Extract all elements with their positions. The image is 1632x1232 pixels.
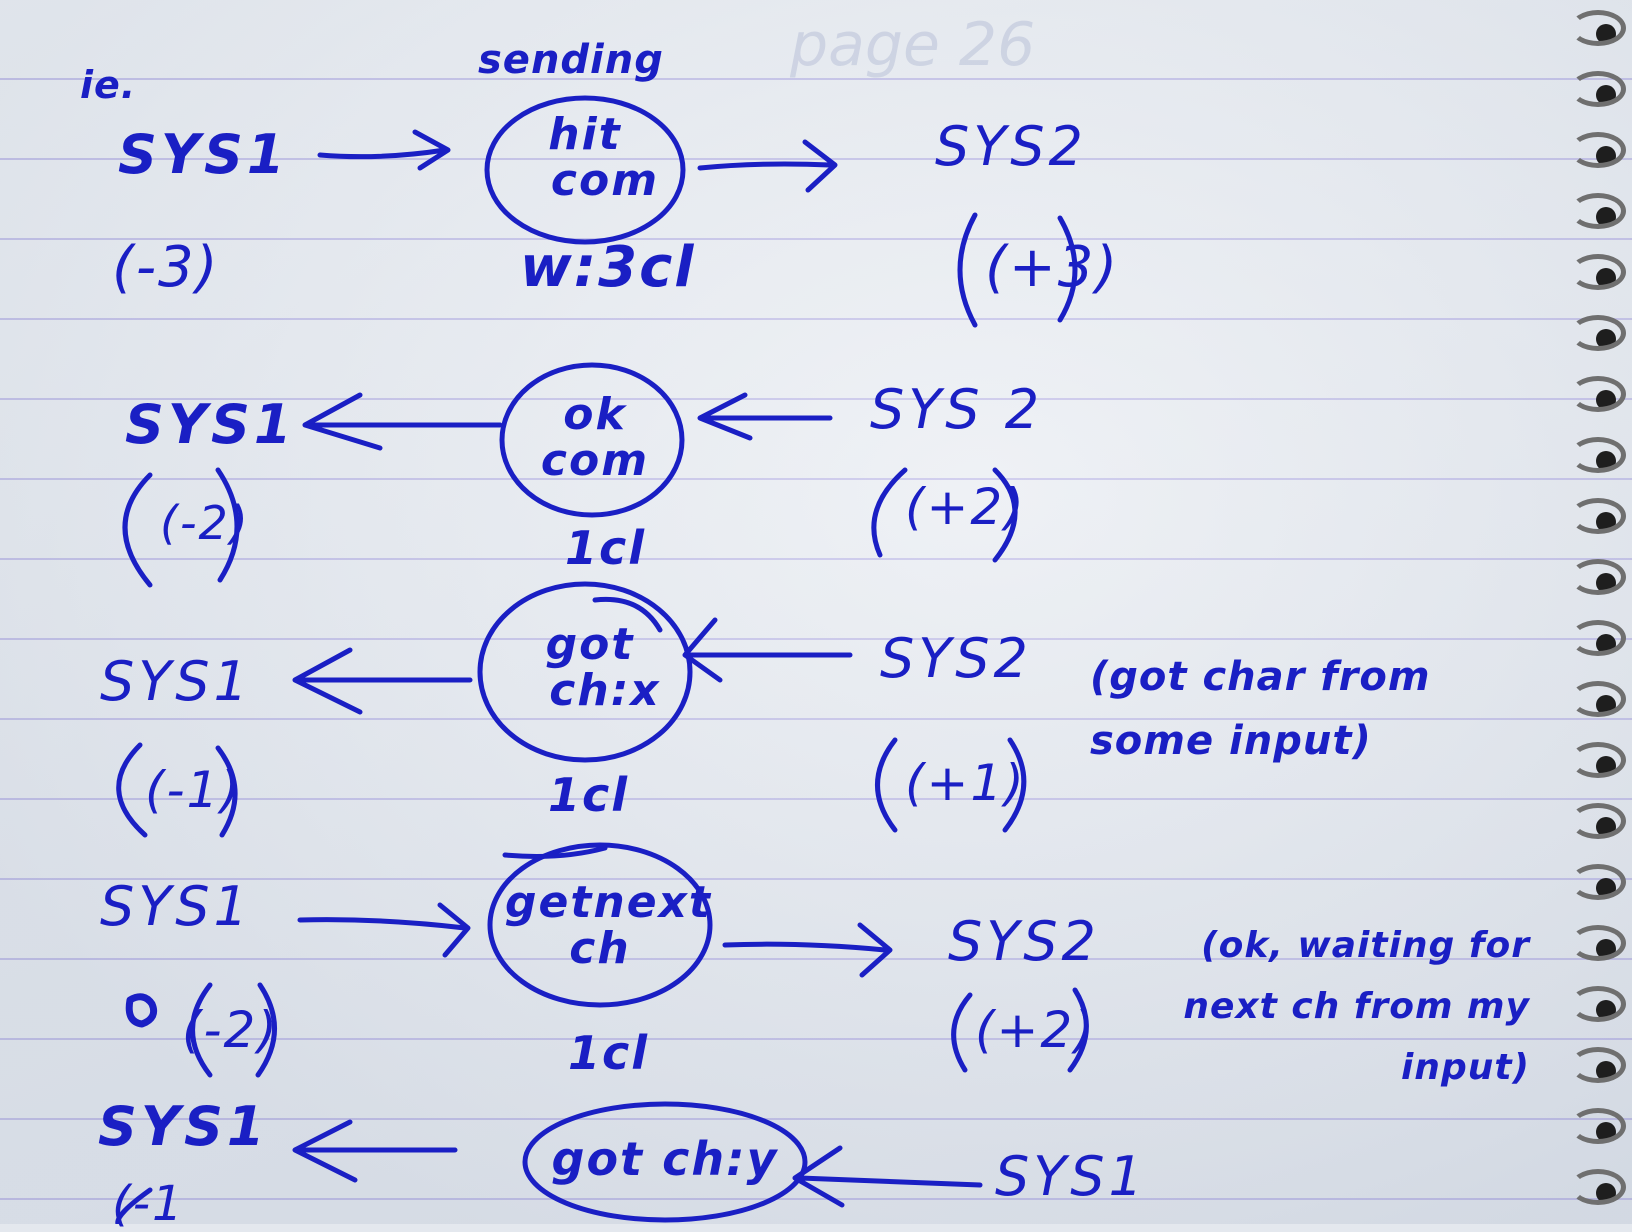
- binding-ring: [1570, 1108, 1626, 1144]
- oval-text: ok com: [520, 389, 670, 487]
- arrow-left: [292, 1119, 458, 1183]
- binding-ring: [1570, 803, 1626, 839]
- below-oval-label: 1cl: [548, 768, 630, 822]
- left-system-label: SYS1: [100, 875, 252, 938]
- binding-ring: [1570, 864, 1626, 900]
- arrow-right: [697, 139, 838, 193]
- below-oval-label: w:3cl: [520, 235, 696, 300]
- left-system-label: SYS1: [98, 1095, 269, 1158]
- value-paren: [871, 467, 1018, 563]
- oval-text: hit com: [500, 109, 670, 207]
- right-system-label: SYS2: [948, 910, 1100, 973]
- oval-outline: [499, 362, 685, 518]
- oval-text: getnext ch: [505, 877, 712, 975]
- right-system-label: SYS2: [880, 627, 1032, 690]
- binding-ring: [1570, 986, 1626, 1022]
- oval-outline: [487, 842, 713, 1008]
- value-paren: [875, 737, 1027, 833]
- left-value: (-2): [160, 496, 250, 550]
- oval-outline: [522, 1101, 808, 1223]
- below-oval-label: 1cl: [565, 521, 647, 575]
- left-value: (-2): [182, 1001, 279, 1059]
- oval-line-1: got: [545, 619, 635, 670]
- oval-line-1: hit: [548, 109, 622, 160]
- oval-line-1: getnext: [505, 877, 712, 928]
- left-system-label: SYS1: [125, 393, 296, 456]
- binding-ring: [1570, 132, 1626, 168]
- binding-ring: [1570, 254, 1626, 290]
- binding-ring: [1570, 1047, 1626, 1083]
- right-value-label: (+3): [985, 235, 1120, 300]
- binding-ring: [1570, 1169, 1626, 1205]
- binding-ring: [1570, 620, 1626, 656]
- side-note: (ok, waiting for next ch from my input): [1183, 925, 1530, 1089]
- oval-line-2: com: [540, 435, 650, 487]
- oval-outline: [484, 95, 686, 245]
- corner-note: ie.: [80, 63, 137, 107]
- binding-ring: [1570, 925, 1626, 961]
- side-note: (got char from some input): [1090, 654, 1431, 764]
- bleed-through-text: page 26: [790, 10, 1036, 80]
- right-value: (+1): [905, 754, 1026, 812]
- oval-line-2: ch:x: [549, 665, 661, 717]
- binding-ring: [1570, 742, 1626, 778]
- oval-line-1: ok: [563, 389, 627, 440]
- left-value: (-3): [112, 235, 220, 300]
- right-value: (+2): [975, 1001, 1096, 1059]
- arrow-left: [682, 617, 853, 683]
- binding-ring: [1570, 437, 1626, 473]
- arrow-left: [302, 392, 503, 451]
- below-oval-label: 1cl: [568, 1026, 650, 1080]
- oval-text: got ch:x: [505, 619, 675, 717]
- left-system-label: SYS1: [100, 650, 252, 713]
- binding-ring: [1570, 498, 1626, 534]
- value-paren: [190, 982, 277, 1078]
- oval-text: got ch:y: [535, 1132, 795, 1186]
- binding-ring: [1570, 315, 1626, 351]
- value-paren: [957, 212, 1078, 328]
- binding-ring: [1570, 193, 1626, 229]
- left-value: (-1): [145, 761, 242, 819]
- oval-line-1: got ch:y: [551, 1132, 779, 1186]
- value-paren: [122, 467, 240, 588]
- arrow-left: [792, 1145, 983, 1208]
- arrow-left: [697, 392, 833, 441]
- right-value: (+2): [905, 478, 1026, 536]
- arrow-right: [297, 902, 471, 958]
- oval-scribble: [592, 596, 663, 633]
- arrow-right: [317, 129, 451, 171]
- left-system-label: SYS1: [118, 123, 289, 186]
- value-paren: [115, 1187, 153, 1224]
- right-value-text: (+3): [985, 240, 1119, 296]
- oval-outline: [477, 581, 693, 763]
- value-paren: [116, 742, 238, 838]
- ink-blot: [125, 993, 158, 1028]
- value-paren: [951, 987, 1089, 1073]
- binding-ring: [1570, 376, 1626, 412]
- arrow-right: [722, 922, 893, 978]
- right-value: .: [958, 238, 978, 294]
- oval-line-2: com: [550, 155, 660, 207]
- binding-ring: [1570, 10, 1626, 46]
- binding-ring: [1570, 71, 1626, 107]
- top-label: sending: [478, 37, 664, 83]
- right-system-label: SYS1: [995, 1145, 1147, 1208]
- arrow-left: [292, 647, 473, 715]
- oval-scribble: [502, 845, 608, 859]
- oval-line-2: ch: [569, 923, 631, 975]
- binding-ring: [1570, 681, 1626, 717]
- binding-ring: [1570, 559, 1626, 595]
- right-system-label: SYS2: [935, 115, 1087, 178]
- right-system-label: SYS 2: [870, 378, 1044, 441]
- left-value: (-1: [112, 1176, 185, 1232]
